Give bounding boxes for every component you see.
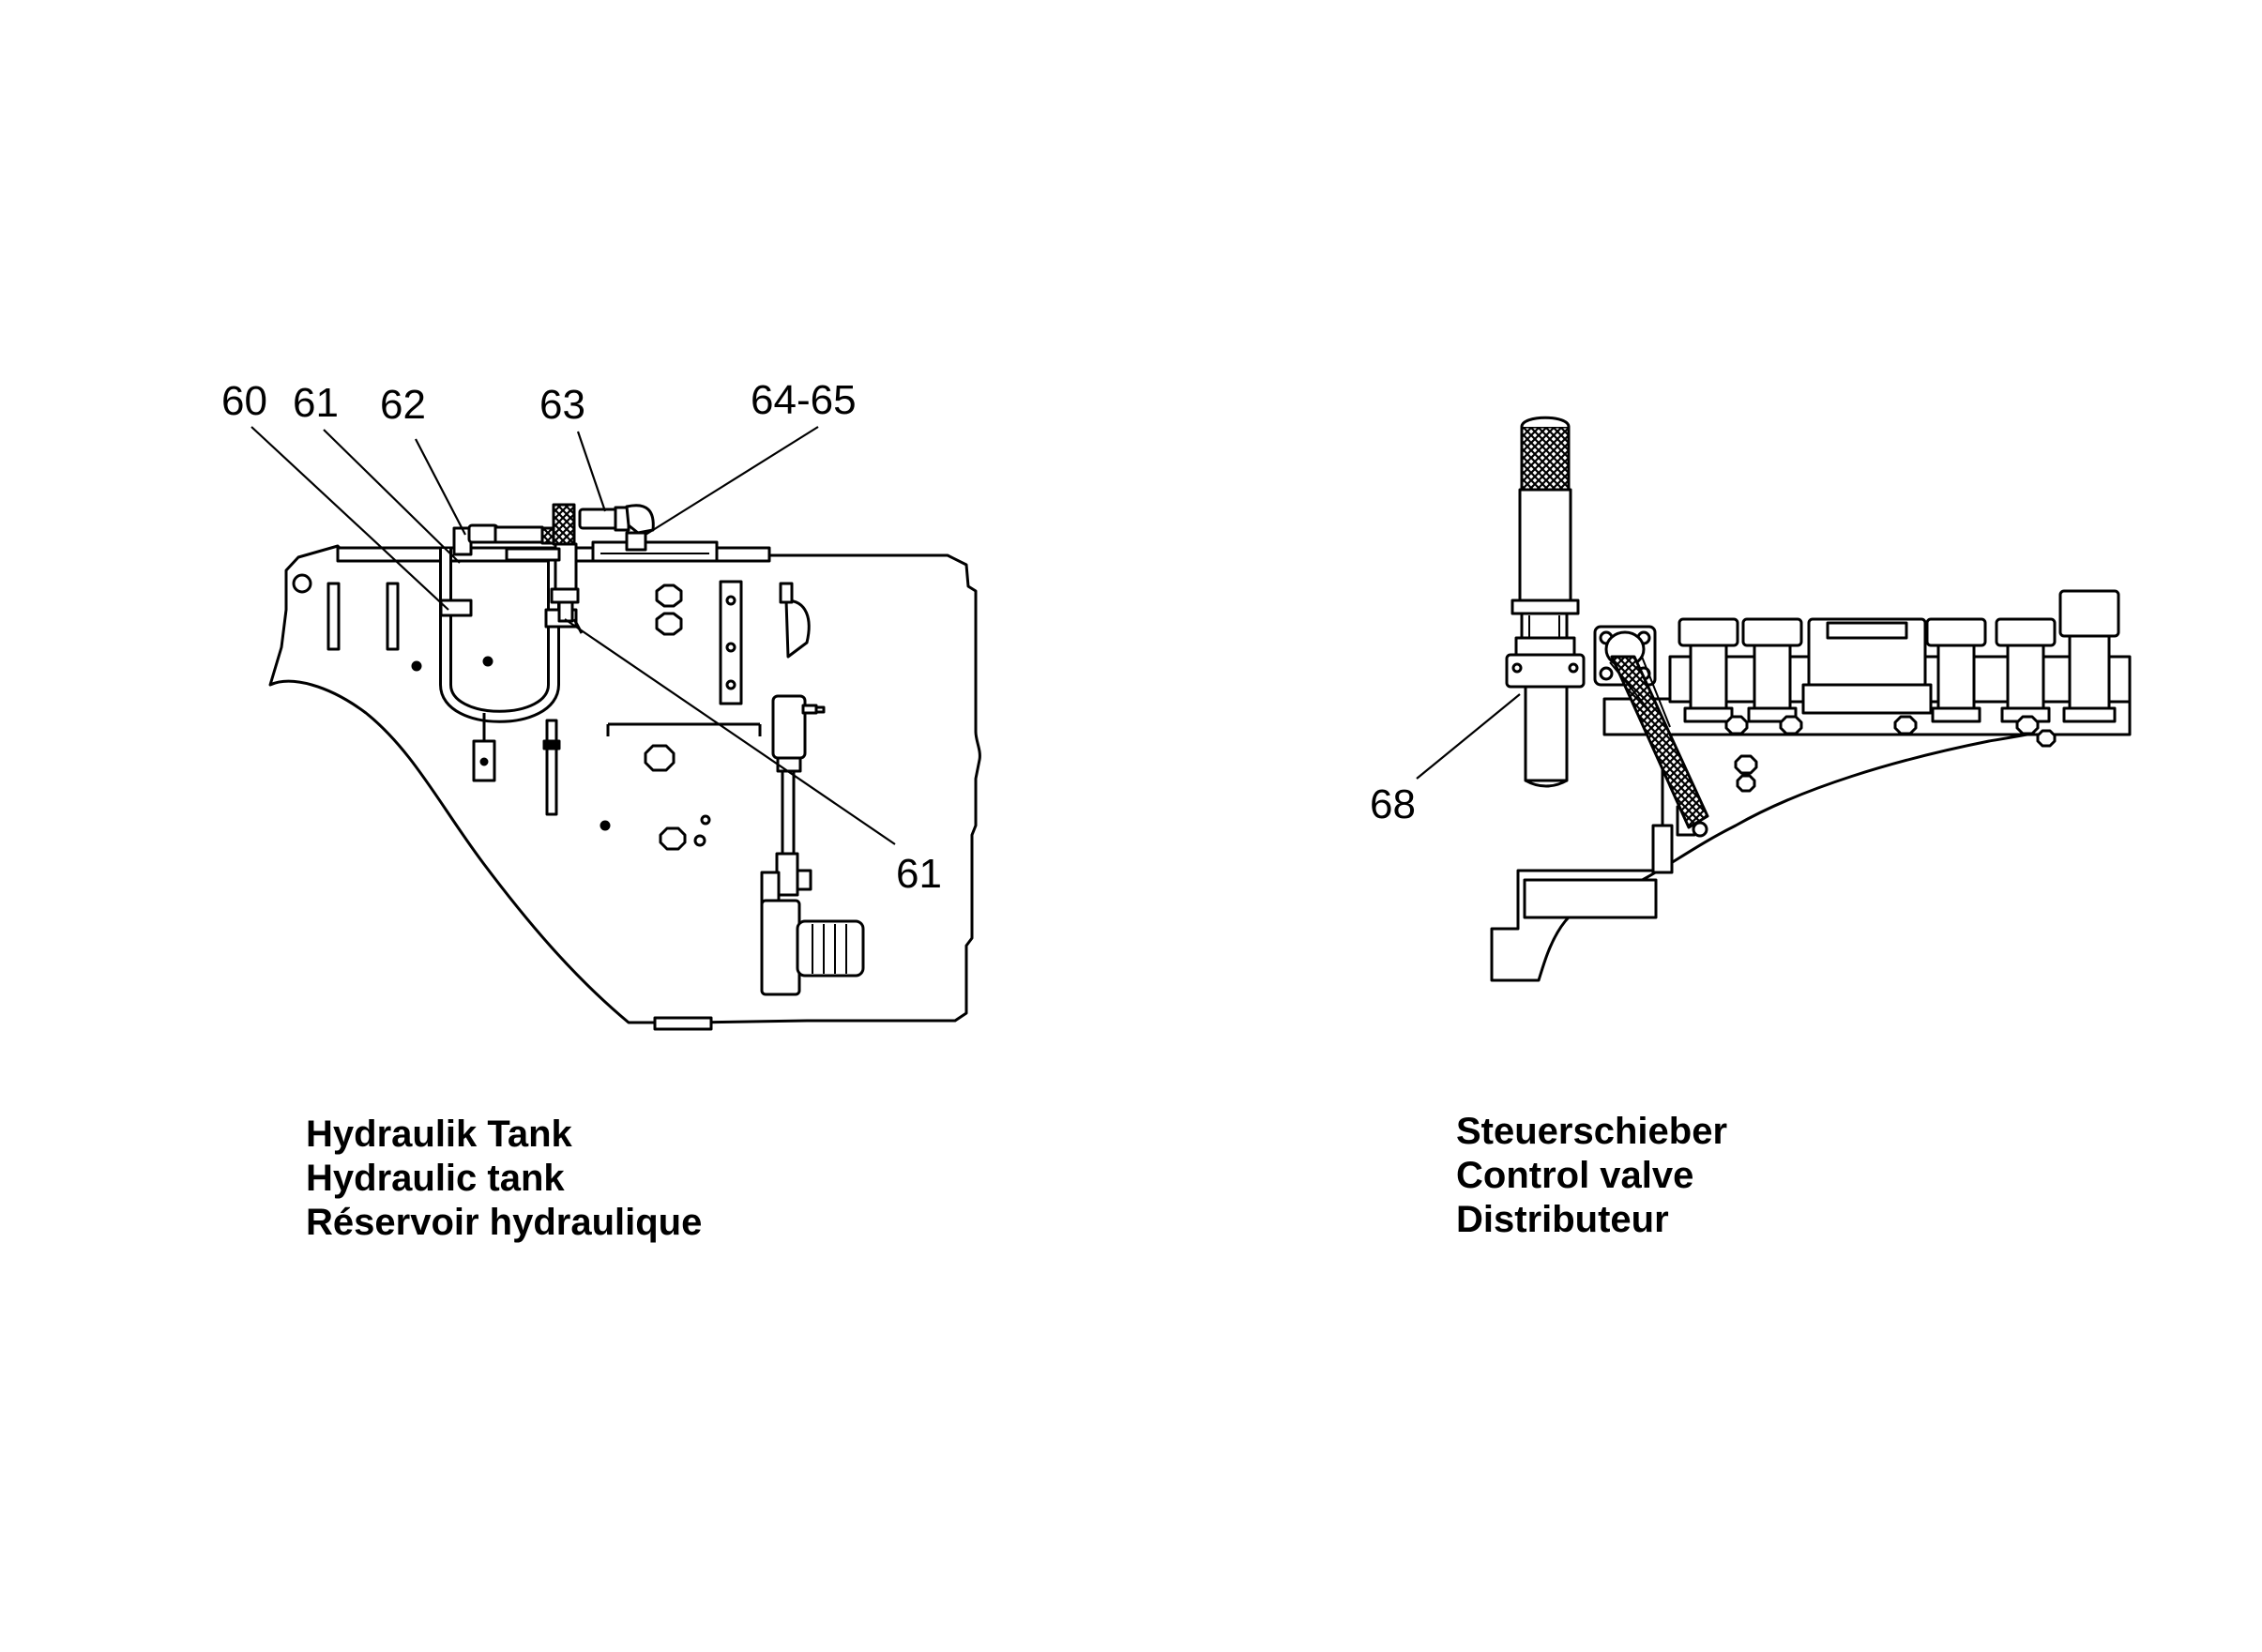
hydraulic-tank-drawing (268, 503, 981, 1031)
sensor-rod (545, 719, 558, 816)
outlet-coupling (796, 919, 865, 978)
control-valve-leaders (1416, 693, 1521, 780)
caption-de: Steuerschieber (1456, 1111, 1728, 1152)
control-valve-caption: Steuerschieber Control valve Distributeu… (1456, 1110, 1727, 1242)
callout-62: 62 (380, 382, 426, 428)
caption-en: Control valve (1456, 1155, 1694, 1196)
valve-spool (1925, 617, 1987, 723)
caption-de: Hydraulik Tank (306, 1114, 572, 1155)
pipe (1524, 685, 1569, 782)
tank-breather (784, 599, 811, 659)
outlet-housing (760, 899, 801, 996)
callout-61-lower: 61 (896, 851, 942, 897)
tank-foot (653, 1016, 713, 1031)
hose-fitting (578, 508, 619, 530)
control-valve-drawing (1490, 416, 2132, 982)
tank-body (268, 544, 981, 1024)
hydraulic-tank-caption: Hydraulik Tank Hydraulic tank Réservoir … (306, 1113, 702, 1245)
hydraulic-tank-leaders (250, 426, 896, 845)
mount-hole (292, 573, 312, 594)
pipe-clamp (439, 599, 473, 617)
caption-en: Hydraulic tank (306, 1158, 565, 1199)
callout-64-65: 64-65 (751, 377, 857, 423)
valve-spool (1995, 617, 2057, 723)
caption-fr: Distributeur (1456, 1199, 1669, 1240)
hose-mesh (552, 503, 576, 546)
hose-fitting (467, 523, 499, 544)
caption-fr: Réservoir hydraulique (306, 1202, 703, 1243)
hex-nut (644, 744, 676, 772)
callout-68: 68 (1370, 781, 1416, 827)
vertical-hose-mesh (1520, 425, 1571, 494)
hose-ferrule (1518, 488, 1572, 604)
callout-60: 60 (221, 378, 267, 424)
filter-housing (771, 694, 807, 760)
angled-hose (1610, 655, 1709, 829)
valve-spool (1741, 617, 1803, 723)
tank-slot (326, 582, 341, 651)
hex-nut (659, 826, 687, 851)
valve-spool (2058, 589, 2120, 723)
hose-fitting (493, 525, 544, 544)
callout-63: 63 (539, 382, 585, 428)
tank-slot (386, 582, 400, 651)
tank-filler-plate (591, 540, 719, 563)
callout-61: 61 (293, 380, 339, 426)
valve-spool (1678, 617, 1739, 723)
